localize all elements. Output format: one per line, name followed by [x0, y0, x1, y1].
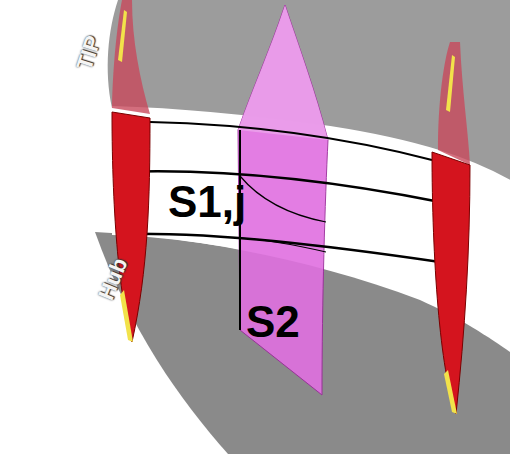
s1-edge: [150, 122, 432, 160]
s2-edge: [239, 130, 241, 330]
stream-surface-label: S1,j: [168, 180, 246, 224]
s1-edge: [118, 234, 440, 262]
blade: [112, 112, 150, 342]
stream-surface-label: S2: [246, 300, 300, 344]
blade-pressure-side: [446, 55, 455, 112]
blade-tip-trace: [438, 42, 470, 165]
s1-edge: [118, 171, 440, 202]
surface-label: TIP: [73, 33, 105, 72]
blade-pressure-side: [118, 10, 127, 62]
blade-tip-trace: [112, 0, 150, 114]
blade: [432, 152, 470, 414]
s2-surface-upper: [238, 5, 328, 140]
blade-pressure-side: [120, 290, 133, 342]
s2-surface: [238, 5, 328, 395]
s1-s2-intersection: [240, 176, 326, 252]
blade-pressure-side: [444, 370, 457, 414]
